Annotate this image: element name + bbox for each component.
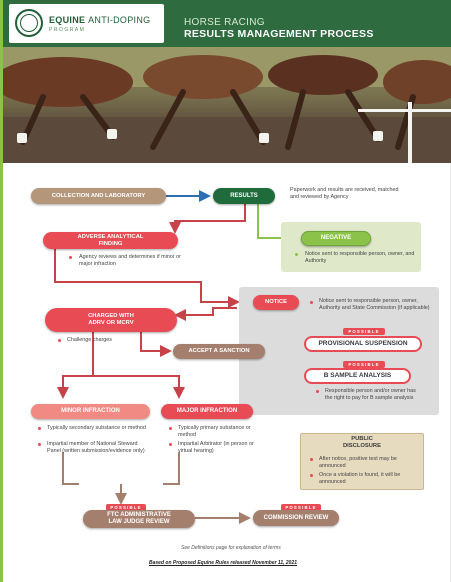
bullet: [38, 427, 41, 430]
accept-sanction-step: ACCEPT A SANCTION: [173, 344, 265, 359]
bullet: [316, 390, 319, 393]
negative-step: NEGATIVE: [301, 231, 371, 246]
major-note-2: Impartial Arbitrator (in person or virtu…: [178, 441, 254, 455]
bullet: [310, 474, 313, 477]
logo-subtitle: PROGRAM: [49, 27, 86, 33]
provisional-suspension-step: PROVISIONAL SUSPENSION: [304, 336, 422, 352]
adverse-note: Agency reviews and determines if minor o…: [79, 254, 181, 268]
bullet: [169, 443, 172, 446]
possible-badge: POSSIBLE: [343, 361, 385, 368]
bullet: [38, 443, 41, 446]
logo-name: EQUINE ANTI-DOPING: [49, 15, 151, 25]
bullet: [169, 427, 172, 430]
collection-and-laboratory-step: COLLECTION AND LABORATORY: [31, 188, 166, 204]
possible-badge: POSSIBLE: [343, 328, 385, 335]
notice-step: NOTICE: [253, 295, 299, 310]
definitions-note: See Definitions page for explanation of …: [181, 545, 281, 551]
source-note: Based on Proposed Equine Rules released …: [149, 560, 298, 566]
bullet: [58, 339, 61, 342]
charged-note: Challenge charges: [67, 337, 112, 343]
page-title: RESULTS MANAGEMENT PROCESS: [184, 28, 374, 40]
negative-panel: [281, 222, 421, 272]
usada-seal-icon: [15, 9, 43, 37]
commission-review-step: COMMISSION REVIEW: [253, 510, 339, 526]
major-infraction-step: MAJOR INFRACTION: [161, 404, 253, 419]
results-note: Paperwork and results are received, matc…: [290, 187, 399, 201]
possible-badge: POSSIBLE: [281, 504, 321, 511]
minor-note-1: Typically secondary substance or method: [47, 425, 146, 431]
public-disclosure-panel: [300, 433, 424, 490]
header-bar: EQUINE ANTI-DOPING PROGRAM HORSE RACING …: [3, 0, 451, 47]
disclosure-note-1: After notice, positive test may be annou…: [319, 456, 397, 470]
minor-infraction-step: MINOR INFRACTION: [31, 404, 150, 419]
major-note-1: Typically primary substance or method: [178, 425, 251, 439]
bullet: [310, 301, 313, 304]
b-sample-analysis-step: B SAMPLE ANALYSIS: [304, 368, 411, 384]
header-subtitle: HORSE RACING: [184, 17, 265, 28]
bullet: [310, 458, 313, 461]
b-sample-note: Responsible person and/or owner has the …: [325, 388, 416, 402]
bullet: [69, 256, 72, 259]
negative-note: Notice sent to responsible person, owner…: [305, 251, 415, 265]
horse-racing-photo: [3, 47, 451, 163]
possible-badge: POSSIBLE: [106, 504, 146, 511]
notice-note: Notice sent to responsible person, owner…: [319, 298, 430, 312]
disclosure-note-2: Once a violation is found, it will be an…: [319, 472, 401, 486]
logo: EQUINE ANTI-DOPING PROGRAM: [9, 4, 164, 43]
minor-note-2: Impartial member of National Steward Pan…: [47, 441, 145, 455]
results-step: RESULTS: [213, 188, 275, 204]
bullet: [295, 253, 298, 256]
